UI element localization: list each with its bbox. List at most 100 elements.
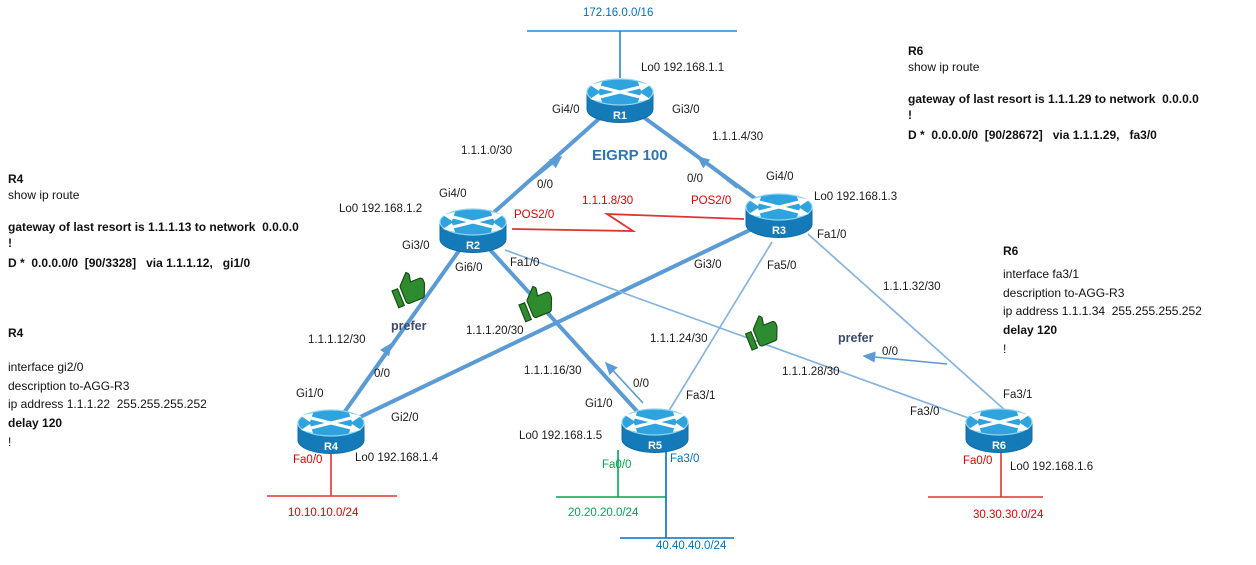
r4-gi1-0-label: Gi1/0 [296,388,324,400]
r6-fa0-0-label: Fa0/0 [963,455,993,467]
link-r2-r3-pos-line [511,212,745,232]
link-r3-r5-line [666,241,773,415]
prefer-label: prefer [838,331,874,345]
subnet-r1-r3-label: 1.1.1.4/30 [712,131,764,143]
router-r6[interactable]: R6 [962,407,1036,455]
note-bang: ! [908,107,912,122]
router-r1[interactable]: R1 [583,77,657,125]
note-delay: delay 120 [8,416,63,431]
r1-gi3-0-label: Gi3/0 [672,104,700,116]
note-title: R4 [8,326,24,340]
default-route-arrow [359,342,392,389]
note-bang: ! [8,235,12,250]
default-route-arrow [862,351,948,365]
note-interface: interface fa3/1 [1003,266,1080,281]
subnet-r1-r2-label: 1.1.1.0/30 [461,145,513,157]
subnet-r3-r6-label: 1.1.1.32/30 [883,281,941,293]
default-route-arrow [696,156,738,189]
default-route-arrow [516,156,563,193]
subnet-r3-r4-label: 1.1.1.20/30 [466,325,524,337]
note-description: description to-AGG-R3 [1003,285,1125,300]
subnet-r2-r5-label: 1.1.1.16/30 [524,365,582,377]
r6-lan-network-label: 30.30.30.0/24 [973,509,1044,521]
eigrp-as-label: EIGRP 100 [592,147,668,164]
router-r5[interactable]: R5 [618,407,692,455]
note-title: R6 [1003,244,1019,258]
router-r6-label: R6 [991,440,1007,452]
default-route-arrow [604,361,644,404]
r6-fa3-0-label: Fa3/0 [910,406,940,418]
note-ip: ip address 1.1.1.22 255.255.255.252 [8,397,207,412]
r3-gi3-0-label: Gi3/0 [694,259,722,271]
r5-blue-lan-network-label: 40.40.40.0/24 [656,540,727,552]
router-r1-label: R1 [612,110,628,122]
r4-gi2-0-label: Gi2/0 [391,412,419,424]
note-delay: delay 120 [1003,323,1058,338]
router-r3-label: R3 [771,225,787,237]
link-r1-r2-line [471,98,622,233]
router-r4-label: R4 [323,441,339,453]
default-route-label: 0/0 [687,173,703,185]
note-route: D * 0.0.0.0/0 [90/28672] via 1.1.1.29, f… [908,128,1157,142]
router-r5-label: R5 [647,440,663,452]
r6-show-ip-route-note: R6 show ip route gateway of last resort … [908,44,1238,144]
r5-loopback-label: Lo0 192.168.1.5 [519,430,603,442]
router-r2[interactable]: R2 [436,207,510,255]
note-command: show ip route [908,59,980,74]
r4-lan-network-label: 10.10.10.0/24 [288,507,359,519]
note-title: R4 [8,172,24,186]
link-r4-r3-line [330,214,780,433]
router-r3[interactable]: R3 [742,192,816,240]
r5-fa3-1-label: Fa3/1 [686,390,716,402]
link-r2-r4-line [329,229,475,433]
link-r2-r5-line [471,229,657,433]
r6-fa3-1-label: Fa3/1 [1003,389,1033,401]
router-r2-label: R2 [465,240,481,252]
subnet-r2-r4-label: 1.1.1.12/30 [308,334,366,346]
default-route-label: 0/0 [537,179,553,191]
r3-loopback-label: Lo0 192.168.1.3 [814,191,898,203]
r5-fa3-0-label: Fa3/0 [670,453,700,465]
link-r2-r6-line [504,249,986,425]
r6-loopback-label: Lo0 192.168.1.6 [1010,461,1094,473]
subnet-r2-r3-label: 1.1.1.8/30 [582,195,634,207]
r5-fa0-0-label: Fa0/0 [602,459,632,471]
r5-green-lan-network-label: 20.20.20.0/24 [568,507,639,519]
subnet-r3-r5-label: 1.1.1.24/30 [650,333,708,345]
default-route-label: 0/0 [633,378,649,390]
r4-fa0-0-label: Fa0/0 [293,454,323,466]
note-title: R6 [908,44,924,58]
r2-gi3-0-label: Gi3/0 [402,240,430,252]
backbone-network-label: 172.16.0.0/16 [583,7,654,19]
r4-interface-config-note: R4 interface gi2/0 description to-AGG-R3… [8,324,288,452]
note-bang: ! [8,434,12,449]
thumbs-up-icon [740,310,783,351]
note-gateway: gateway of last resort is 1.1.1.13 to ne… [8,220,299,234]
r2-loopback-label: Lo0 192.168.1.2 [339,203,423,215]
subnet-r2-r6-label: 1.1.1.28/30 [782,366,840,378]
note-ip: ip address 1.1.1.34 255.255.255.252 [1003,304,1202,319]
r5-gi1-0-label: Gi1/0 [585,398,613,410]
r6-interface-config-note: R6 interface fa3/1 description to-AGG-R3… [1003,242,1253,359]
link-r3-r6-line [807,233,1008,413]
note-bang: ! [1003,341,1007,356]
note-route: D * 0.0.0.0/0 [90/3328] via 1.1.1.12, gi… [8,256,251,270]
note-interface: interface gi2/0 [8,359,84,374]
note-description: description to-AGG-R3 [8,378,130,393]
r4-show-ip-route-note: R4 show ip route gateway of last resort … [8,172,338,272]
r2-pos2-0-label: POS2/0 [514,209,555,221]
r4-loopback-label: Lo0 192.168.1.4 [355,452,439,464]
r3-pos2-0-label: POS2/0 [691,195,732,207]
r1-gi4-0-label: Gi4/0 [552,104,580,116]
r2-fa1-0-label: Fa1/0 [510,257,540,269]
default-route-label: 0/0 [882,346,898,358]
note-command: show ip route [8,187,80,202]
r3-gi4-0-label: Gi4/0 [766,171,794,183]
prefer-label: prefer [391,319,427,333]
r2-gi6-0-label: Gi6/0 [455,262,483,274]
r3-fa1-0-label: Fa1/0 [817,229,847,241]
default-route-label: 0/0 [374,368,390,380]
r1-loopback-label: Lo0 192.168.1.1 [641,62,725,74]
router-r4[interactable]: R4 [294,408,368,456]
